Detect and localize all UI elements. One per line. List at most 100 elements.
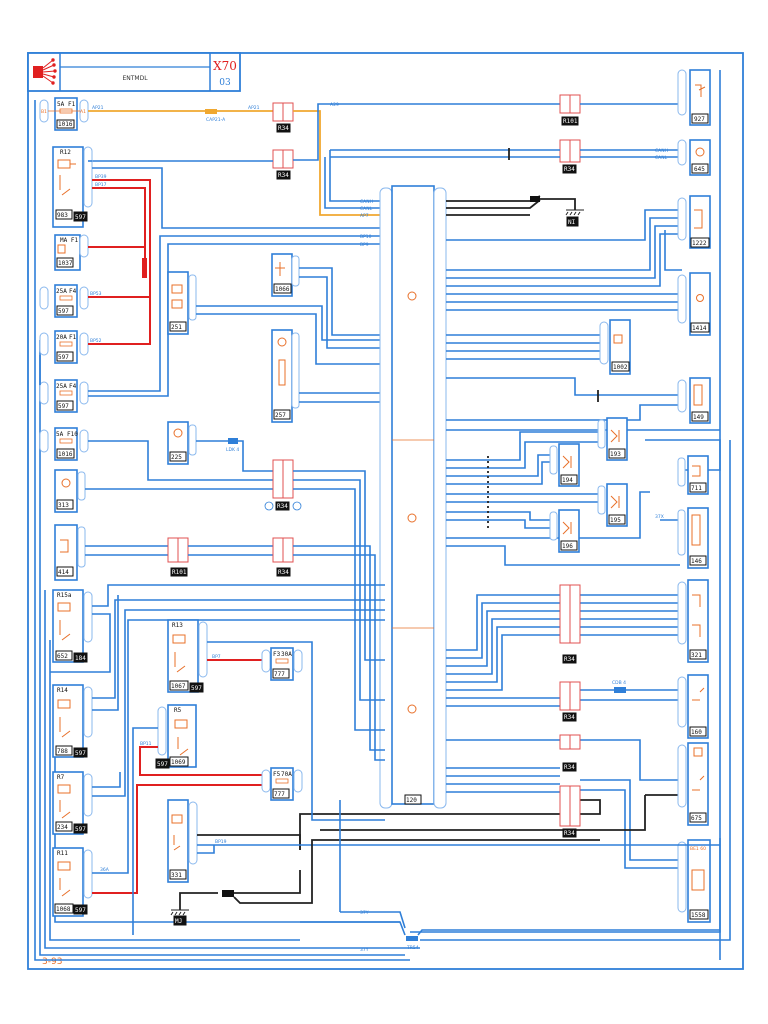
relay-id: R12 xyxy=(60,149,71,156)
fuse-code: 1016 xyxy=(58,451,73,458)
part-146[interactable]: 146 xyxy=(677,507,709,569)
splice-ldk xyxy=(228,438,238,444)
part-code: 196 xyxy=(562,543,573,550)
part-code: 1066 xyxy=(275,286,290,293)
part-code: 194 xyxy=(562,477,573,484)
ground-code: MJ xyxy=(175,918,182,925)
wire-label: A29 xyxy=(330,102,339,108)
part-1222[interactable]: 1222 xyxy=(677,195,711,249)
part-927[interactable]: 927 xyxy=(677,69,711,126)
part-414: 414 xyxy=(54,524,86,581)
relay-id: R14 xyxy=(57,687,68,694)
relay-r15a: R15a 652 184 xyxy=(52,589,93,663)
fuse-code: 597 xyxy=(58,308,69,315)
relay-id: R7 xyxy=(57,774,65,781)
fuse-rating: 70A xyxy=(281,771,292,778)
relay-code: 1069 xyxy=(171,759,186,766)
part-code: 645 xyxy=(694,166,705,173)
ecu-code: 120 xyxy=(406,797,417,804)
fuse-id: F5 xyxy=(273,771,281,778)
page-ref: 3-93 xyxy=(42,957,62,967)
part-313: 313 xyxy=(54,469,86,513)
splice-cd xyxy=(614,687,626,693)
part-149[interactable]: 149 xyxy=(677,377,711,424)
part-code: 193 xyxy=(610,451,621,458)
conn-code: 597 xyxy=(75,214,86,221)
wire-label: 36A xyxy=(100,867,110,873)
fuse-rating: 25A xyxy=(56,383,67,390)
part-1414[interactable]: 1414 xyxy=(677,272,711,336)
part-1037: MA F1 1037 xyxy=(54,234,89,271)
left-bus-lines xyxy=(34,100,420,961)
ecu-icon xyxy=(407,513,417,523)
wire-label: CANH xyxy=(655,148,668,154)
part-675[interactable]: 675 xyxy=(677,742,709,826)
conn-code: 597 xyxy=(191,685,202,692)
relay-r13: R13 1067 597 xyxy=(167,619,208,693)
fuse-f4-25a-top: 25A F4 597 xyxy=(39,284,89,318)
part-code: 251 xyxy=(171,324,182,331)
bottom-junction: 37Y 37Y TR54 xyxy=(300,910,720,953)
part-code: 331 xyxy=(171,872,182,879)
wire-label: BP39 xyxy=(95,174,107,180)
ecu-icon xyxy=(407,291,417,301)
splice-code: R34 xyxy=(278,569,289,576)
splice-r34-e: R34 xyxy=(559,584,581,664)
splice-r101-mid: R101 xyxy=(167,537,189,577)
wire-label: BP19 xyxy=(215,839,227,845)
wire-label: AP21 xyxy=(248,105,260,111)
splice-r34-g: R34 xyxy=(559,681,581,722)
fuse-rating: 25A xyxy=(56,288,67,295)
connector-harness-icon xyxy=(33,58,57,85)
title-caption: ENTMDL xyxy=(122,75,148,82)
part-code: 927 xyxy=(694,116,705,123)
part-711[interactable]: 711 xyxy=(677,455,709,495)
relay-code: 234 xyxy=(57,824,68,831)
wire-ap7 xyxy=(293,110,385,216)
part-1002[interactable]: 1002 xyxy=(599,319,631,375)
part-321[interactable]: 321 xyxy=(677,579,709,663)
wire-label: BP11 xyxy=(140,741,152,747)
fuse-f1-5a: 5A F1 1016 B1 A1 xyxy=(39,97,89,131)
splice-code: R34 xyxy=(277,503,288,510)
relay-id: R5 xyxy=(174,707,182,714)
wire-label: 37X xyxy=(655,514,664,520)
pin-label: A1 xyxy=(80,109,86,115)
splice-r101-top: R101 xyxy=(559,94,581,126)
splice-r34-i: R34 xyxy=(559,785,581,838)
part-645[interactable]: 645 xyxy=(677,139,711,176)
conn-code: 597 xyxy=(75,826,86,833)
splice-r34-a: R34 xyxy=(272,102,294,133)
ground-mj: MJ xyxy=(170,892,218,926)
ecu-120[interactable]: 120 xyxy=(379,185,447,809)
relay-code: 1068 xyxy=(56,906,71,913)
fuse-code: 597 xyxy=(58,403,69,410)
relay-r7: R7 234 597 xyxy=(52,771,93,835)
wire-label: 37Y xyxy=(360,910,369,916)
part-195[interactable]: 195 xyxy=(597,483,628,527)
fuse-f1-20a: 20A F1 597 xyxy=(39,330,89,364)
fuse-id: F1 xyxy=(68,101,76,108)
relay-r5: R5 1069 597 xyxy=(155,704,197,769)
part-196[interactable]: 196 xyxy=(549,509,580,553)
title-sheet: 03 xyxy=(219,78,231,88)
part-code: 414 xyxy=(58,569,69,576)
fuse-id: F10 xyxy=(67,431,78,438)
relay-r12: R12 983 597 xyxy=(52,146,93,228)
part-code: 711 xyxy=(691,485,702,492)
part-160[interactable]: 160 xyxy=(677,674,709,739)
conn-code: 597 xyxy=(75,750,86,757)
part-code: 257 xyxy=(275,412,286,419)
part-193[interactable]: 193 xyxy=(597,417,628,461)
part-code: 313 xyxy=(58,502,69,509)
splice-code: R34 xyxy=(564,166,575,173)
title-block: ENTMDL X70 03 xyxy=(27,52,241,92)
fuse-f5-70a: F5 70A 777 xyxy=(261,767,303,801)
wire-label: BP17 xyxy=(95,182,107,188)
part-code: 1002 xyxy=(613,364,628,371)
wire-label: AP7 xyxy=(360,213,369,219)
fuse-id: F4 xyxy=(69,383,77,390)
part-1558[interactable]: BE1 60 1558 xyxy=(677,839,711,923)
part-194[interactable]: 194 xyxy=(549,443,580,487)
